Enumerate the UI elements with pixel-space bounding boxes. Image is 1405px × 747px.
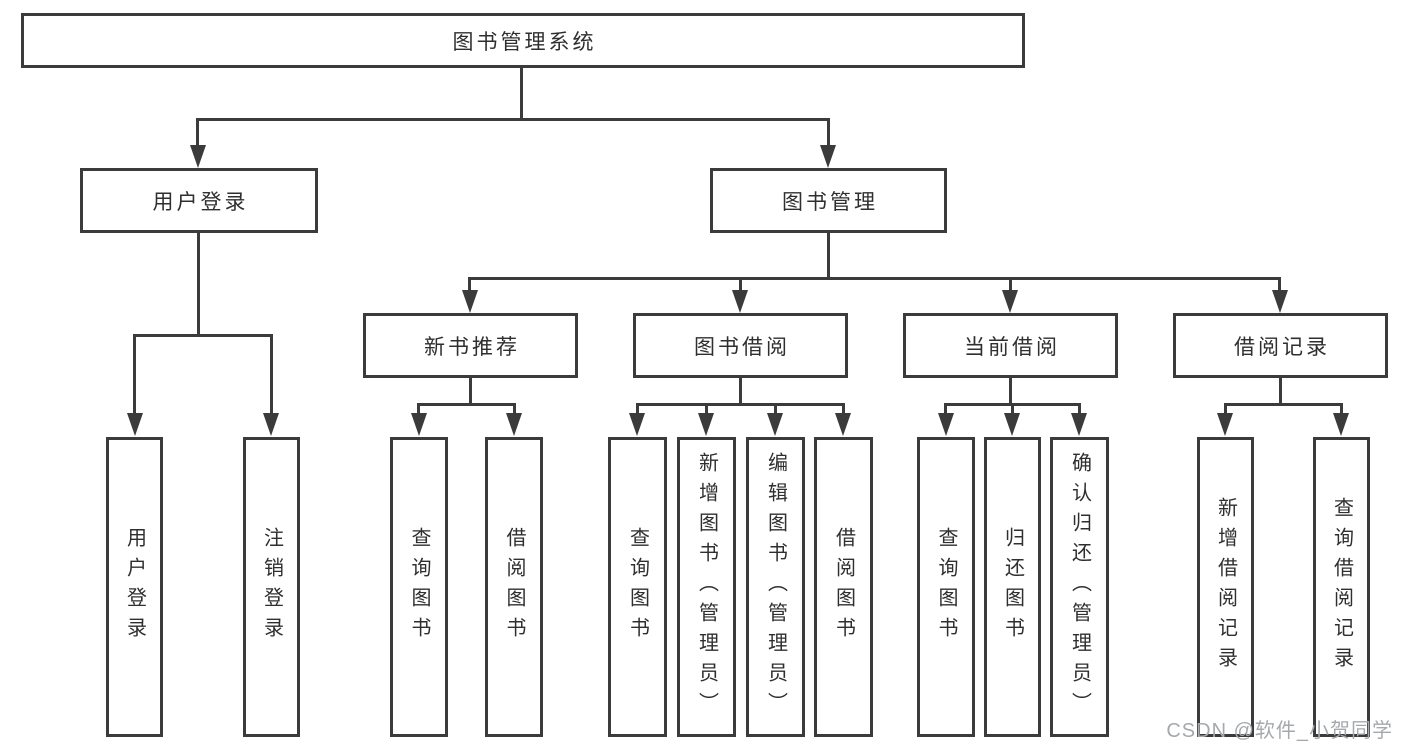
leaf-label: 确认归还（管理员） [1068, 452, 1091, 722]
leaf-label: 用户登录 [123, 527, 146, 647]
leaf-label: 借阅图书 [503, 527, 525, 647]
connector-stem [636, 403, 639, 416]
arrowhead-down-icon [1004, 413, 1020, 436]
connector-stem [1009, 277, 1012, 293]
connector-stem [1011, 403, 1014, 416]
connector-stem [705, 403, 708, 416]
connector-user-login-stem [197, 233, 200, 336]
leaf-user-login: 用户登录 [106, 437, 163, 737]
connector-root-branch [196, 118, 830, 121]
connector-recommend-stem [469, 378, 472, 405]
connector-stem [270, 334, 273, 415]
leaf-label: 查询借阅记录 [1330, 497, 1353, 677]
arrowhead-down-icon [1333, 413, 1349, 436]
connector-root-stem [520, 68, 523, 120]
connector-stem [1340, 403, 1343, 416]
connector-stem [827, 118, 830, 148]
arrowhead-down-icon [1272, 290, 1288, 313]
leaf-add-borrow-record: 新增借阅记录 [1197, 437, 1254, 737]
connector-stem [196, 118, 199, 148]
arrowhead-down-icon [462, 290, 478, 313]
leaf-search-borrow-record: 查询借阅记录 [1313, 437, 1370, 737]
connector-stem [739, 277, 742, 293]
arrowhead-down-icon [1002, 290, 1018, 313]
leaf-add-books-admin: 新增图书（管理员） [677, 437, 736, 737]
connector-stem [1224, 403, 1227, 416]
leaf-label: 归还图书 [1001, 527, 1024, 647]
connector-stem [468, 277, 471, 293]
node-library-management-system: 图书管理系统 [21, 13, 1025, 68]
connector-book-management-branch [468, 277, 1281, 280]
leaf-confirm-return-admin: 确认归还（管理员） [1050, 437, 1109, 737]
leaf-return-books: 归还图书 [984, 437, 1041, 737]
arrowhead-down-icon [629, 413, 645, 436]
leaf-search-books-current: 查询图书 [917, 437, 975, 737]
arrowhead-down-icon [506, 413, 522, 436]
connector-stem [417, 403, 420, 416]
connector-current-stem [1009, 378, 1012, 405]
csdn-watermark: CSDN @软件_小贺同学 [1166, 720, 1393, 742]
arrowhead-down-icon [767, 413, 783, 436]
leaf-logout: 注销登录 [243, 437, 300, 737]
leaf-borrow-books-recommend: 借阅图书 [485, 437, 543, 737]
leaf-label: 借阅图书 [832, 527, 855, 647]
node-user-login: 用户登录 [80, 168, 318, 233]
connector-stem [513, 403, 516, 416]
connector-stem [774, 403, 777, 416]
leaf-search-books-recommend: 查询图书 [390, 437, 448, 737]
leaf-borrow-books: 借阅图书 [814, 437, 873, 737]
connector-stem [944, 403, 947, 416]
connector-recommend-branch [417, 403, 516, 406]
leaf-edit-books-admin: 编辑图书（管理员） [746, 437, 805, 737]
arrowhead-down-icon [938, 413, 954, 436]
arrowhead-down-icon [698, 413, 714, 436]
connector-stem [842, 403, 845, 416]
leaf-label: 查询图书 [408, 527, 430, 647]
connector-stem [1078, 403, 1081, 416]
connector-user-login-branch [133, 334, 273, 337]
node-borrowing-records: 借阅记录 [1173, 313, 1388, 378]
arrowhead-down-icon [820, 145, 836, 168]
leaf-label: 编辑图书（管理员） [764, 452, 787, 722]
node-current-borrowing: 当前借阅 [903, 313, 1118, 378]
arrowhead-down-icon [263, 413, 279, 436]
arrowhead-down-icon [127, 413, 143, 436]
leaf-label: 查询图书 [935, 527, 957, 647]
node-book-borrowing: 图书借阅 [633, 313, 848, 378]
leaf-label: 查询图书 [626, 527, 649, 647]
leaf-search-books-borrow: 查询图书 [608, 437, 667, 737]
arrowhead-down-icon [411, 413, 427, 436]
connector-records-stem [1279, 378, 1282, 405]
arrowhead-down-icon [190, 145, 206, 168]
connector-book-management-stem [827, 233, 830, 279]
connector-stem [133, 334, 136, 415]
leaf-label: 新增借阅记录 [1214, 497, 1237, 677]
arrowhead-down-icon [732, 290, 748, 313]
arrowhead-down-icon [1071, 413, 1087, 436]
node-new-book-recommendation: 新书推荐 [363, 313, 578, 378]
node-book-management: 图书管理 [710, 168, 947, 233]
leaf-label: 注销登录 [260, 527, 283, 647]
connector-stem [1278, 277, 1281, 293]
arrowhead-down-icon [1217, 413, 1233, 436]
connector-borrow-stem [739, 378, 742, 405]
connector-records-branch [1224, 403, 1343, 406]
arrowhead-down-icon [835, 413, 851, 436]
connector-borrow-branch [636, 403, 845, 406]
leaf-label: 新增图书（管理员） [695, 452, 718, 722]
